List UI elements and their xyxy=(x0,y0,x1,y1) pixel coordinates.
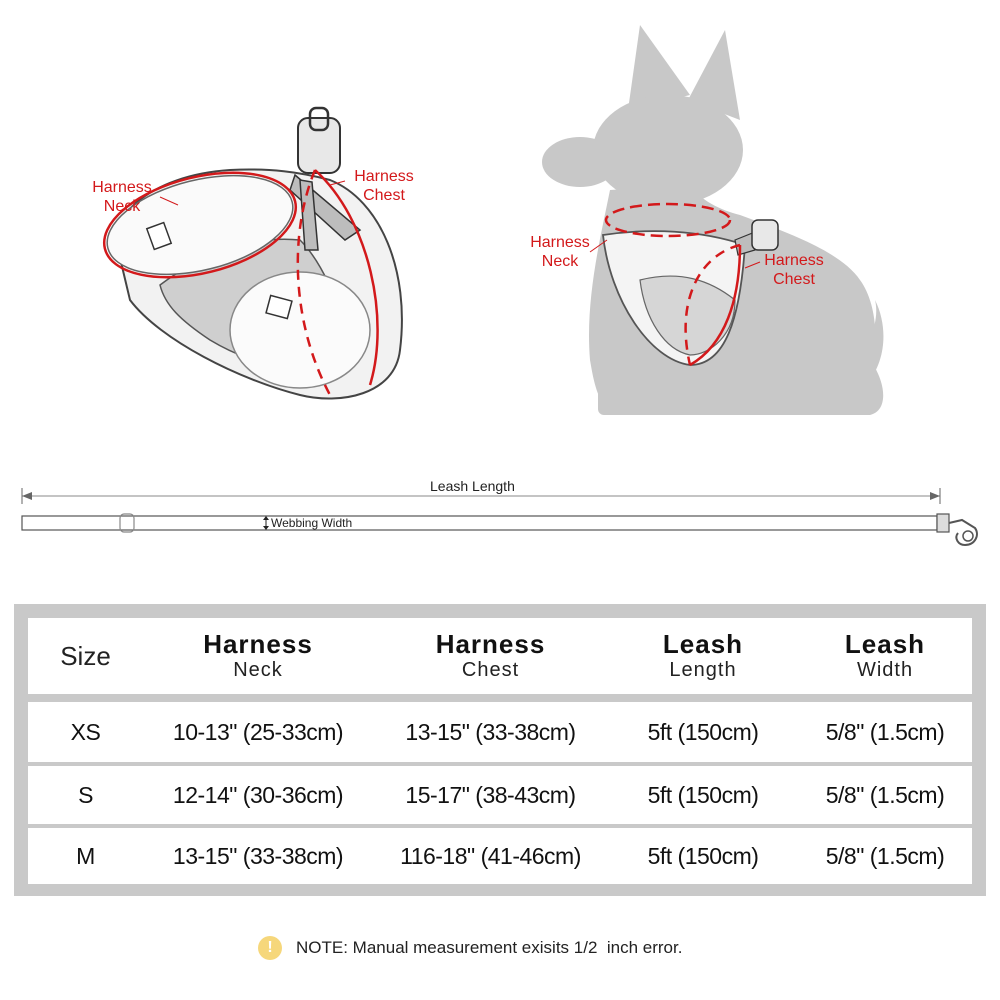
harness-illustration xyxy=(102,106,403,400)
cell-harness-chest: 116-18" (41-46cm) xyxy=(400,842,581,869)
cell-harness-neck: 13-15" (33-38cm) xyxy=(172,842,344,869)
cell-leash-width: 5/8" (1.5cm) xyxy=(825,842,945,869)
dog-chest-label: Harness Chest xyxy=(764,252,824,288)
size-table: Size Harness Neck Harness Chest Leash Le… xyxy=(14,604,986,896)
dog-neck-label: Harness Neck xyxy=(530,234,590,270)
harness-chest-label: Harness Chest xyxy=(354,168,414,204)
table-row: XS 10-13" (25-33cm) 13-15" (33-38cm) 5ft… xyxy=(28,702,972,762)
header-harness-chest: Harness Chest xyxy=(435,629,546,681)
cell-harness-neck: 10-13" (25-33cm) xyxy=(172,718,344,745)
header-harness-neck: Harness Neck xyxy=(203,629,313,681)
cell-leash-width: 5/8" (1.5cm) xyxy=(825,718,945,745)
leash-length-label: Leash Length xyxy=(430,478,515,494)
cell-size: XS xyxy=(70,718,101,745)
cell-leash-length: 5ft (150cm) xyxy=(647,718,759,745)
header-size: Size xyxy=(60,640,111,671)
measurement-note: ! NOTE: Manual measurement exisits 1/2 i… xyxy=(258,936,682,960)
cell-leash-length: 5ft (150cm) xyxy=(647,781,759,808)
harness-neck-label: Harness Neck xyxy=(92,179,152,215)
header-leash-width: Leash Width xyxy=(844,629,926,681)
note-text: NOTE: Manual measurement exisits 1/2 inc… xyxy=(296,938,683,957)
cell-size: M xyxy=(76,842,95,869)
cell-harness-neck: 12-14" (30-36cm) xyxy=(172,781,344,808)
cell-harness-chest: 15-17" (38-43cm) xyxy=(405,781,576,808)
dog-illustration xyxy=(542,25,884,415)
header-leash-length: Leash Length xyxy=(662,629,744,681)
cell-leash-length: 5ft (150cm) xyxy=(647,842,759,869)
webbing-width-label: Webbing Width xyxy=(271,516,353,530)
table-row: S 12-14" (30-36cm) 15-17" (38-43cm) 5ft … xyxy=(28,766,972,824)
table-row: M 13-15" (33-38cm) 116-18" (41-46cm) 5ft… xyxy=(28,828,972,884)
leash-illustration xyxy=(21,488,978,547)
cell-leash-width: 5/8" (1.5cm) xyxy=(825,781,945,808)
warning-icon: ! xyxy=(258,936,282,960)
cell-harness-chest: 13-15" (33-38cm) xyxy=(405,718,576,745)
cell-size: S xyxy=(78,781,93,808)
table-header-row: Size Harness Neck Harness Chest Leash Le… xyxy=(28,618,972,694)
